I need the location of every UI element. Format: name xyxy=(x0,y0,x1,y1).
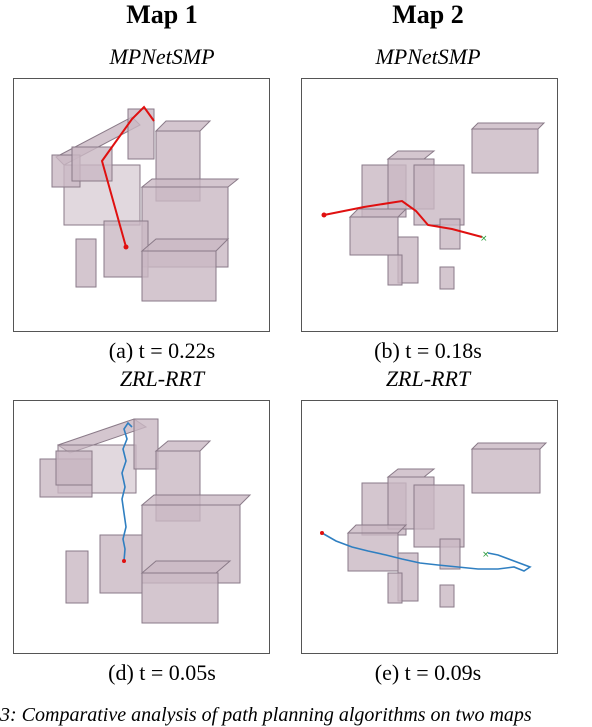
map2-zrlrrt-scene: × xyxy=(320,442,548,608)
column-title-map2: Map 2 xyxy=(392,0,464,29)
caption-b: (b) t = 0.18s xyxy=(374,338,482,363)
figure-caption: 3: Comparative analysis of path planning… xyxy=(0,704,532,726)
caption-a: (a) t = 0.22s xyxy=(108,338,216,363)
goal-marker: × xyxy=(482,550,490,560)
method-label-map2-row2: ZRL-RRT xyxy=(385,366,471,391)
mpnetsmp-path xyxy=(100,105,155,250)
method-label-map1-row1: MPNetSMP xyxy=(109,44,215,69)
column-title-map1: Map 1 xyxy=(126,0,198,29)
map2-mpnetsmp-scene: × xyxy=(321,122,546,290)
caption-e: (e) t = 0.09s xyxy=(374,660,482,685)
obstacles xyxy=(348,122,546,290)
caption-d: (d) t = 0.05s xyxy=(108,660,216,685)
panel-map1-zrlrrt xyxy=(13,400,270,654)
zrlrrt-path: × xyxy=(320,531,532,572)
goal-marker: × xyxy=(480,234,488,244)
method-label-map1-row2: ZRL-RRT xyxy=(119,366,205,391)
mpnetsmp-path: × xyxy=(321,199,488,244)
start-marker xyxy=(320,531,324,535)
start-marker xyxy=(321,212,327,218)
map1-mpnetsmp-scene xyxy=(51,105,240,302)
panel-map2-zrlrrt: × xyxy=(301,400,558,654)
obstacles xyxy=(39,418,252,624)
zrlrrt-path xyxy=(121,421,133,563)
panel-map1-mpnetsmp xyxy=(13,78,270,332)
panel-map2-mpnetsmp: × xyxy=(301,78,558,332)
obstacles xyxy=(346,442,548,608)
obstacles xyxy=(51,108,240,302)
map1-zrlrrt-scene xyxy=(39,418,252,624)
start-marker xyxy=(122,559,126,563)
method-label-map2-row1: MPNetSMP xyxy=(375,44,481,69)
start-marker xyxy=(123,244,129,250)
